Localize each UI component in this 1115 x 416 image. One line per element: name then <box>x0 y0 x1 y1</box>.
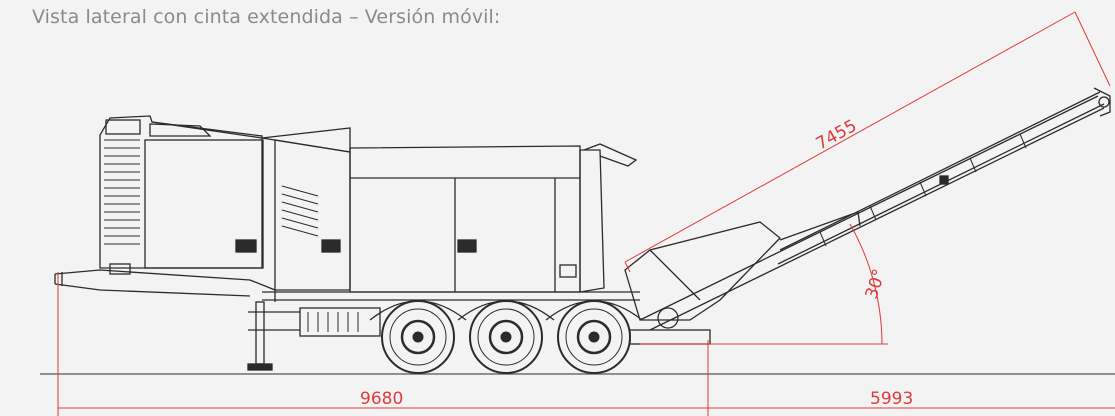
wheel-3 <box>557 300 631 374</box>
machine-body <box>54 115 643 371</box>
dimension-lines <box>57 11 1115 416</box>
wheel-2 <box>469 300 543 374</box>
dimension-length-conveyor: 5993 <box>870 389 913 409</box>
diagram-caption: Vista lateral con cinta extendida – Vers… <box>32 6 501 28</box>
wheel-1 <box>381 300 455 374</box>
dimension-conveyor-angle: 30° <box>862 267 890 302</box>
discharge-conveyor <box>624 87 1111 345</box>
dimension-length-main: 9680 <box>360 389 403 409</box>
dimension-conveyor-length: 7455 <box>813 116 861 154</box>
